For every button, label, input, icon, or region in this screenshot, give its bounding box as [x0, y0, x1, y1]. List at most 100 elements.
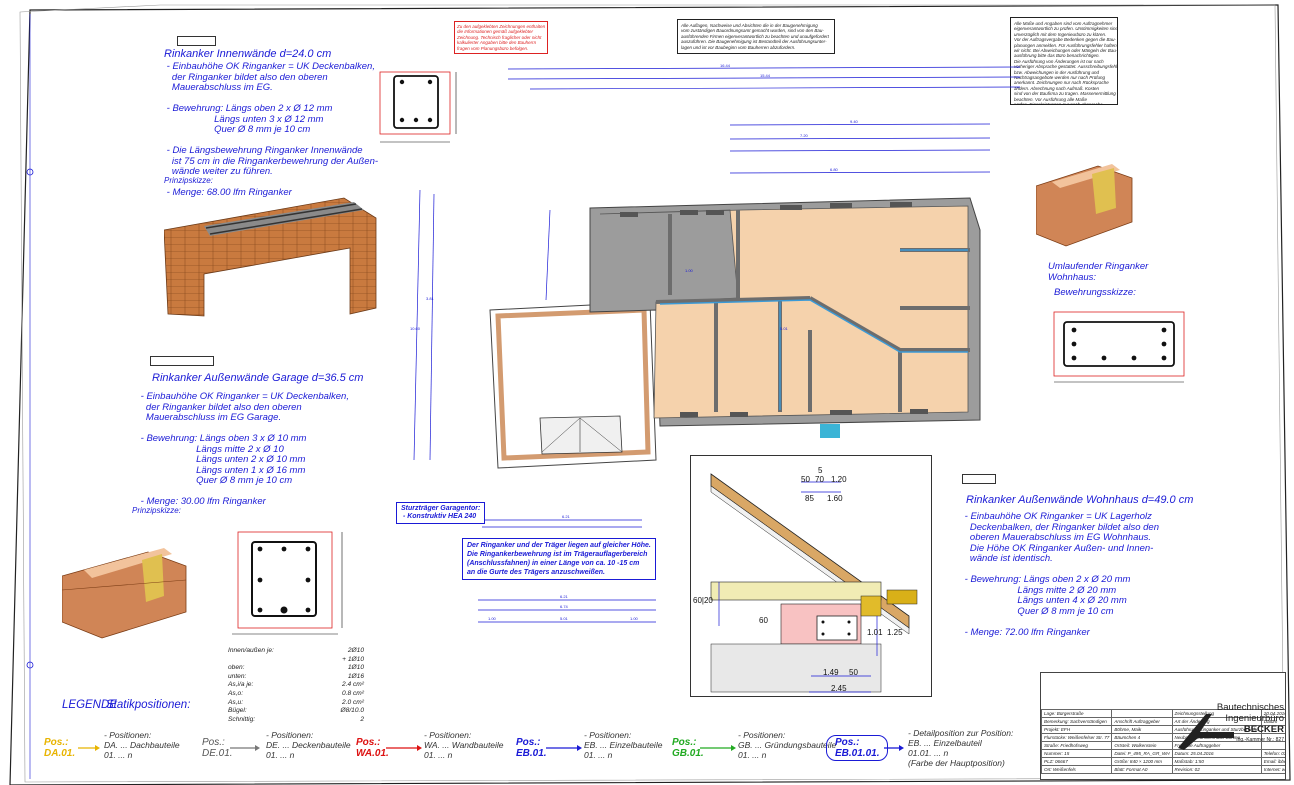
legend-pos-eb: Pos.: EB.01.: [516, 737, 547, 759]
legend-arrow-de: [230, 745, 260, 751]
legend-arrow-wa: [386, 745, 422, 751]
becker-logo-icon: [1178, 714, 1234, 750]
innen-section-sketch: [379, 71, 457, 143]
rebar-table: Innen/außen je:2Ø10 + 1Ø10 oben:1Ø10 unt…: [228, 647, 364, 724]
ringanker-innen-title: Rinkanker Innenwände d=24.0 cm: [164, 48, 332, 60]
legend-pos-da: Pos.: DA.01.: [44, 737, 76, 759]
dim-120: 1.20: [831, 475, 847, 484]
rebar-row: As,o:0.8 cm²: [228, 689, 364, 697]
rebar-row: + 1Ø10: [342, 655, 364, 663]
office-reg: Ing.-Kammer Nr.: 827: [1236, 737, 1284, 743]
red-note: Zu den aufgeklebten Zeichnungen enthalte…: [454, 21, 549, 55]
dim-50b: 50: [849, 668, 858, 677]
building-permit-note: Alle Auflagen, Nachweise und Absichten d…: [677, 19, 835, 55]
dim-85: 85: [805, 494, 814, 503]
rebar-row: As,i/a je:2.4 cm²: [228, 681, 364, 689]
legend-desc-gb: - Positionen: GB. ... Gründungsbauteile …: [738, 730, 837, 760]
svg-text:1.00: 1.00: [685, 268, 694, 273]
dim-60: 60: [759, 616, 768, 625]
garage-section-sketch: [232, 531, 343, 635]
svg-text:7.20: 7.20: [800, 133, 809, 138]
svg-text:5.01: 5.01: [780, 326, 789, 331]
svg-text:5.01: 5.01: [560, 616, 569, 621]
bewehrungsskizze-label: Bewehrungsskizze:: [1054, 287, 1136, 298]
svg-text:10.60: 10.60: [410, 326, 421, 331]
svg-text:6.74: 6.74: [560, 604, 569, 609]
label-rect-garage: [150, 356, 214, 366]
office-line1: Bautechnisches: [1216, 702, 1284, 713]
dim-50: 50: [801, 475, 810, 484]
svg-text:9.40: 9.40: [850, 119, 859, 124]
ringanker-garage-title: Rinkanker Außenwände Garage d=36.5 cm: [152, 372, 364, 384]
ringanker-traeger-box: Der Ringanker und der Träger liegen auf …: [462, 538, 656, 580]
dim-245: 2.45: [831, 684, 847, 693]
svg-text:16.44: 16.44: [720, 63, 731, 68]
svg-text:6.21: 6.21: [560, 594, 569, 599]
legend-desc-de: - Positionen: DE. ... Deckenbauteile 01.…: [266, 730, 351, 760]
dim-70: 70: [815, 475, 824, 484]
office-name: BECKER: [1243, 724, 1284, 735]
legend-arrow-da: [78, 745, 100, 751]
svg-text:6.21: 6.21: [562, 514, 571, 519]
svg-text:1.00: 1.00: [630, 616, 639, 621]
rebar-row: unten:1Ø16: [228, 672, 364, 680]
section-detail: 5 50 70 1.20 85 1.60 60|20 60 1.01 1.25 …: [690, 455, 932, 697]
svg-text:3.81: 3.81: [426, 296, 435, 301]
umlaufender-ringanker-label: Umlaufender Ringanker Wohnhaus:: [1048, 261, 1149, 283]
sturztraeger-box: Sturzträger Garagentor: - Konstruktiv HE…: [396, 502, 486, 524]
legend-arrow-eb: [546, 745, 582, 751]
rebar-row: Bügel:Ø8/10.0: [228, 707, 364, 715]
label-rect-wohnhaus: [962, 474, 996, 484]
rebar-row: oben:1Ø10: [228, 664, 364, 672]
legend-arrow-gb: [700, 745, 736, 751]
office-name-block: Bautechnisches Ingenieurbüro BECKER Ing.…: [1196, 702, 1284, 746]
svg-text:1.00: 1.00: [488, 616, 497, 621]
general-remarks-note: Alle Maße und Angaben sind vom Auftragne…: [1010, 17, 1118, 105]
legend-pos-de: Pos.: DE.01.: [202, 737, 233, 759]
rebar-row: Schnittig:2: [228, 715, 364, 723]
dim-6020: 60|20: [693, 596, 713, 605]
left-dimension-lines: 10.60 3.81: [410, 189, 551, 461]
svg-text:15.44: 15.44: [760, 73, 771, 78]
dim-5: 5: [818, 466, 823, 475]
legend-arrow-eb-detail: [884, 745, 904, 751]
office-line2: Ingenieurbüro: [1225, 713, 1284, 724]
ringanker-wohnhaus-text: - Einbauhöhe OK Ringanker = UK Lagerholz…: [964, 511, 1159, 638]
legend-subtitle: Statikpositionen:: [106, 699, 191, 711]
svg-text:6.80: 6.80: [830, 167, 839, 172]
label-rect-innen: [177, 36, 216, 46]
legend-pos-wa: Pos.: WA.01.: [356, 737, 389, 759]
legend-pos-eb-detail: Pos.: EB.01.01.: [826, 735, 889, 761]
legend-title: LEGENDE: [62, 699, 117, 711]
dim-101: 1.01: [867, 628, 883, 637]
lower-dims: 6.21 6.74 1.00 5.01 1.00: [478, 594, 656, 623]
ringanker-garage-text: - Einbauhöhe OK Ringanker = UK Deckenbal…: [140, 391, 349, 507]
legend-desc-wa: - Positionen: WA. ... Wandbauteile 01. .…: [424, 730, 504, 760]
garage-bottom-dims: 6.21: [482, 514, 642, 528]
u-block-wohnhaus-sketch: [1036, 164, 1133, 247]
ringanker-innen-text: - Einbauhöhe OK Ringanker = UK Deckenbal…: [166, 61, 379, 198]
u-block-garage-sketch: [62, 548, 187, 639]
ringanker-frame-sketch: [164, 197, 377, 317]
legend-desc-da: - Positionen: DA. ... Dachbauteile 01. .…: [104, 730, 180, 760]
rebar-row: As,u:2.0 cm²: [228, 698, 364, 706]
ringanker-innen-prinzip: Prinzipskizze:: [164, 176, 213, 185]
dim-125: 1.25: [887, 628, 903, 637]
legend-pos-gb: Pos.: GB.01.: [672, 737, 704, 759]
floor-plan-3d: 1.00 5.01: [489, 197, 981, 469]
dim-149: 1.49: [823, 668, 839, 677]
top-dimension-lines: 16.44 15.44 9.40 7.20 6.80: [507, 63, 1021, 174]
ringanker-garage-prinzip: Prinzipskizze:: [132, 506, 181, 515]
ringanker-wohnhaus-title: Rinkanker Außenwände Wohnhaus d=49.0 cm: [966, 494, 1194, 506]
rebar-row: Innen/außen je:2Ø10: [228, 647, 364, 654]
wohnhaus-section-sketch: [1053, 311, 1185, 383]
legend-desc-eb: - Positionen: EB. ... Einzelbauteile 01.…: [584, 730, 663, 760]
legend-desc-eb-detail: - Detailposition zur Position: EB. ... E…: [908, 728, 1014, 768]
section-detail-drawing: [710, 473, 918, 693]
